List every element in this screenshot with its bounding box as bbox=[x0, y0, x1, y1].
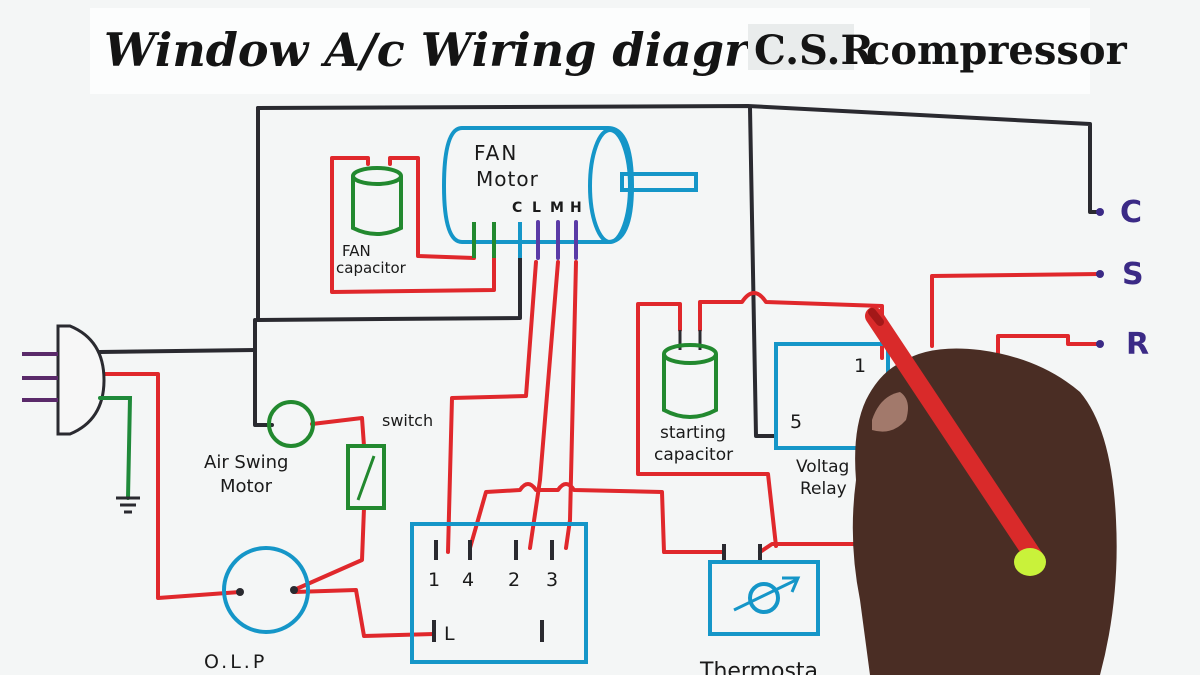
voltage-relay: 1 5 Voltag Relay bbox=[774, 342, 890, 499]
red-wire-to-s bbox=[930, 272, 1102, 348]
switch-label: switch bbox=[382, 411, 433, 430]
power-plug bbox=[22, 324, 140, 514]
red-wires bbox=[98, 156, 1102, 638]
thermostat: Thermosta bbox=[699, 544, 820, 675]
olp: O.L.P bbox=[204, 546, 310, 673]
terminal-s-label: S bbox=[1122, 257, 1144, 292]
terminal-s-dot bbox=[1096, 270, 1104, 278]
fan-motor-label-2: Motor bbox=[476, 167, 539, 191]
red-wire-switch-to-olp bbox=[292, 506, 366, 592]
red-wire-startcap-to-relay bbox=[698, 291, 884, 360]
red-wire-olp-to-l bbox=[292, 588, 436, 638]
black-wire-plug-neutral bbox=[98, 348, 257, 354]
marker-body bbox=[865, 307, 1045, 569]
thermostat-body bbox=[708, 560, 820, 636]
fan-capacitor: FAN capacitor bbox=[336, 166, 407, 277]
title-csr: C.S.R bbox=[754, 27, 874, 74]
start-cap-top bbox=[662, 343, 718, 365]
fan-motor: FAN Motor C L M H bbox=[441, 126, 698, 260]
selector-label-l: L bbox=[444, 623, 455, 645]
start-cap-label-1: starting bbox=[660, 423, 726, 443]
black-wire-top-to-c bbox=[256, 104, 1102, 214]
marker-tip bbox=[868, 308, 884, 326]
red-wire-speed-h bbox=[564, 260, 578, 550]
red-wire-speed-l bbox=[446, 260, 538, 554]
title-banner bbox=[90, 8, 1090, 94]
red-wire-fancap-left bbox=[330, 156, 496, 294]
hand-shape bbox=[852, 348, 1117, 675]
olp-circle bbox=[222, 546, 310, 634]
olp-terminal-right bbox=[290, 586, 298, 594]
title-main: Window A/c Wiring diagram bbox=[104, 23, 827, 77]
red-wire-fancap-right bbox=[388, 156, 476, 260]
switch-lever bbox=[356, 455, 376, 501]
air-swing-motor-label-2: Motor bbox=[220, 476, 273, 497]
black-wire-to-relay-5 bbox=[748, 106, 778, 438]
fan-terminal-c-label: C bbox=[512, 200, 522, 216]
terminal-r-dot bbox=[1096, 340, 1104, 348]
fan-motor-end-cap bbox=[588, 128, 632, 244]
fan-terminal-h-label: H bbox=[570, 200, 582, 216]
fan-capacitor-label-2: capacitor bbox=[336, 259, 407, 277]
thermostat-arrow bbox=[733, 578, 797, 612]
relay-pin-5-label: 5 bbox=[790, 411, 802, 433]
thermostat-dial bbox=[748, 582, 780, 614]
starting-capacitor: starting capacitor bbox=[654, 330, 733, 465]
compressor-terminals: C S R bbox=[1096, 195, 1149, 362]
relay-label-2: Relay bbox=[800, 479, 847, 499]
switch-body bbox=[346, 444, 386, 510]
black-wire-to-swing-motor bbox=[253, 318, 274, 427]
marker-cap bbox=[1014, 548, 1046, 576]
start-cap-body bbox=[662, 354, 718, 419]
thermostat-label: Thermosta bbox=[699, 659, 818, 675]
fan-terminal-m-label: M bbox=[550, 200, 564, 216]
fingernail bbox=[872, 392, 908, 432]
fan-capacitor-label-1: FAN bbox=[342, 242, 371, 260]
air-swing-motor: Air Swing Motor bbox=[204, 400, 315, 497]
fan-motor-label-1: FAN bbox=[474, 141, 518, 165]
relay-pin-1-label: 1 bbox=[854, 355, 866, 377]
selector-label-3: 3 bbox=[546, 569, 558, 591]
terminal-c-dot bbox=[1096, 208, 1104, 216]
red-wire-to-r bbox=[996, 334, 1102, 380]
air-swing-motor-label-1: Air Swing bbox=[204, 452, 288, 473]
red-wire-selector-bus bbox=[468, 482, 726, 554]
thermostat-arrow-head bbox=[782, 576, 801, 593]
terminal-r-label: R bbox=[1126, 327, 1149, 362]
black-wire-fan-common bbox=[256, 256, 522, 322]
earth-wire bbox=[98, 396, 133, 500]
red-wire-live-to-olp bbox=[98, 372, 242, 600]
fan-capacitor-top bbox=[351, 166, 403, 186]
selector-label-4: 4 bbox=[462, 569, 474, 591]
air-swing-motor-circle bbox=[267, 400, 315, 448]
hand-with-marker bbox=[852, 307, 1117, 675]
terminal-c-label: C bbox=[1120, 195, 1142, 230]
selector-switch-body bbox=[410, 522, 588, 664]
swing-switch: switch bbox=[346, 411, 433, 510]
olp-terminal-left bbox=[236, 588, 244, 596]
relay-label-1: Voltag bbox=[796, 457, 849, 477]
selector-label-2: 2 bbox=[508, 569, 520, 591]
red-wire-thermostat-out bbox=[758, 542, 858, 554]
fan-capacitor-body bbox=[351, 176, 403, 236]
plug-body bbox=[56, 324, 106, 436]
fan-motor-shaft bbox=[620, 172, 698, 192]
red-wire-swing-to-switch bbox=[310, 416, 366, 448]
red-wire-startcap-left bbox=[636, 302, 778, 548]
start-cap-label-2: capacitor bbox=[654, 445, 733, 465]
selector-switch: 1 4 2 3 L bbox=[410, 522, 588, 664]
black-wires bbox=[98, 104, 1102, 438]
title-compressor: compressor bbox=[866, 27, 1128, 74]
selector-label-1: 1 bbox=[428, 569, 440, 591]
fan-terminal-l-label: L bbox=[532, 200, 541, 216]
title-highlight bbox=[748, 24, 854, 70]
olp-label: O.L.P bbox=[204, 651, 267, 673]
